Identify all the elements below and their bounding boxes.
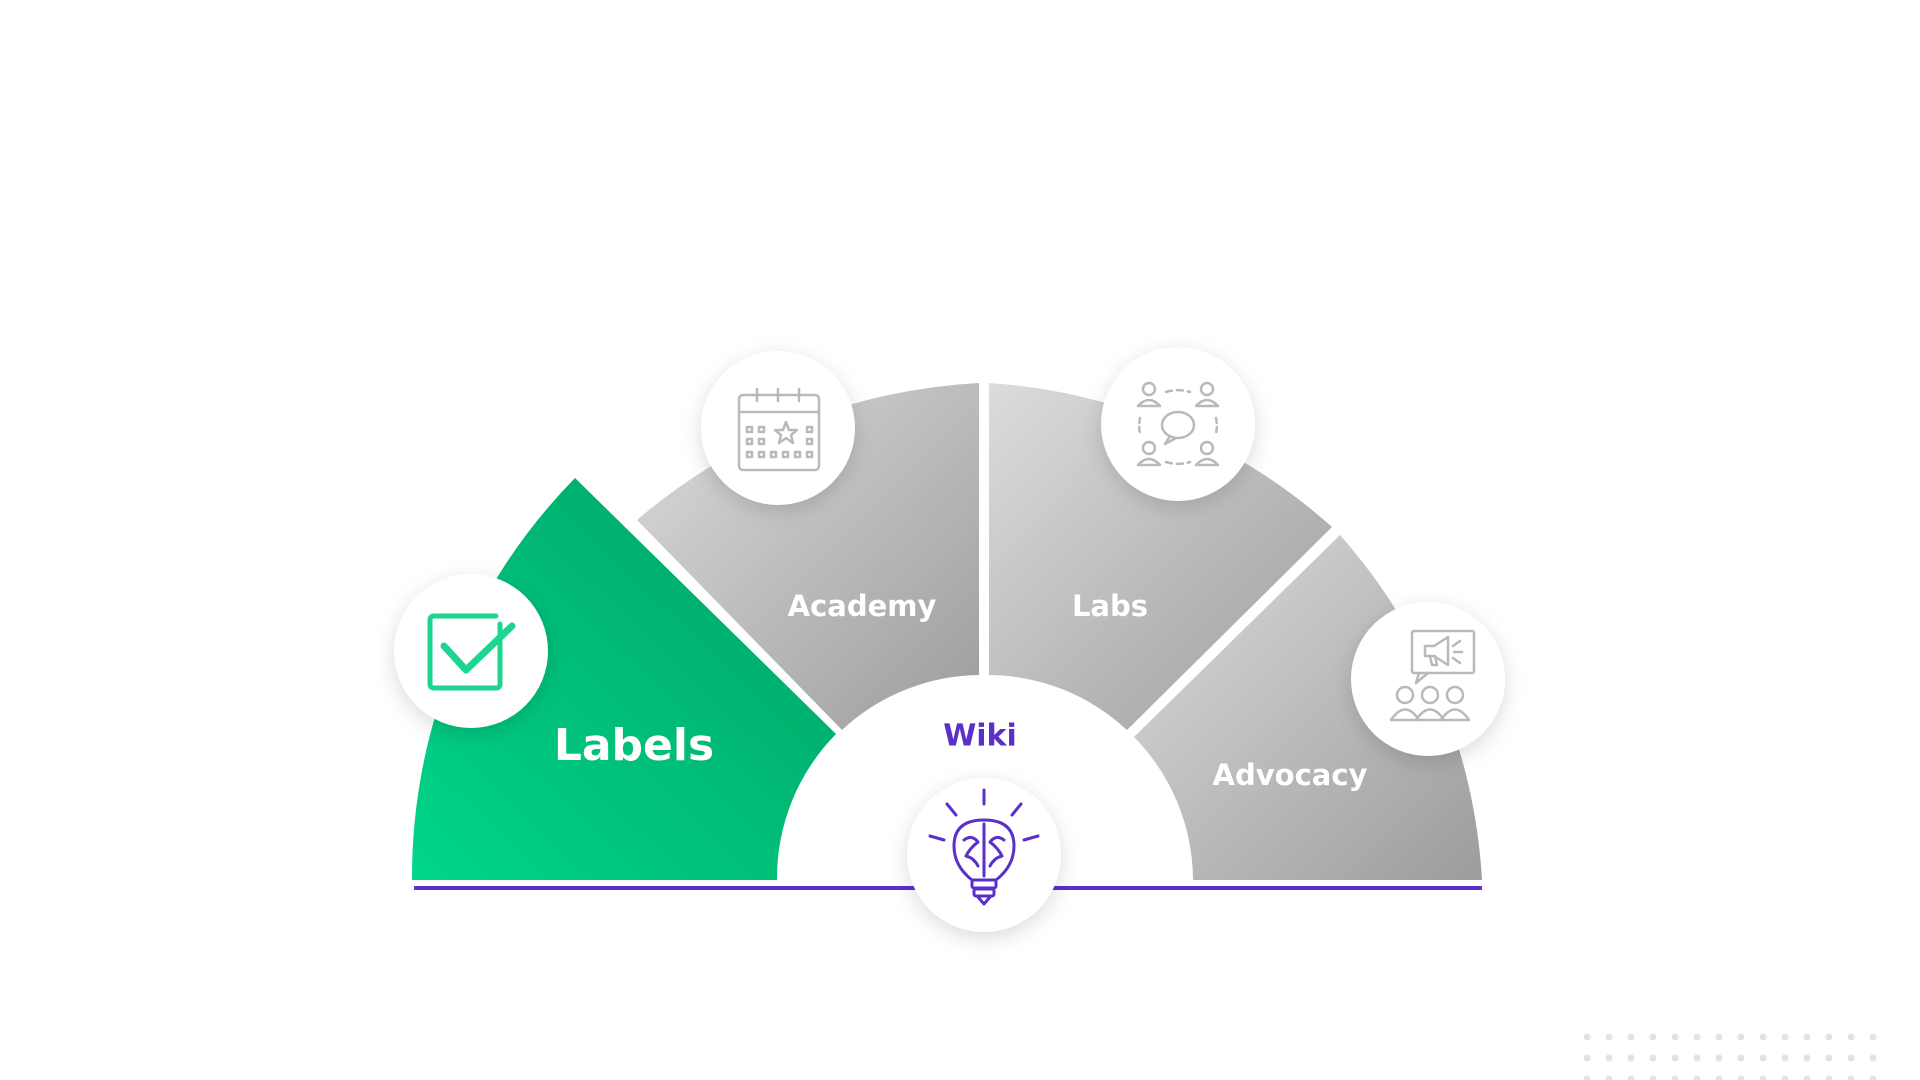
decorative-dot — [1715, 1075, 1723, 1080]
segment-label-labels: Labels — [554, 720, 714, 771]
decorative-dot — [1737, 1033, 1745, 1041]
decorative-dot — [1847, 1075, 1855, 1080]
decorative-dot — [1605, 1033, 1613, 1041]
segment-label-advocacy: Advocacy — [1213, 758, 1368, 792]
decorative-dot — [1869, 1075, 1877, 1080]
decorative-dot — [1715, 1054, 1723, 1062]
decorative-dot — [1715, 1033, 1723, 1041]
megaphone-audience-icon — [1389, 629, 1476, 722]
decorative-dot — [1605, 1054, 1613, 1062]
decorative-dot — [1869, 1033, 1877, 1041]
decorative-dot — [1825, 1075, 1833, 1080]
decorative-dot — [1825, 1033, 1833, 1041]
decorative-dot — [1781, 1033, 1789, 1041]
decorative-dot — [1649, 1054, 1657, 1062]
decorative-dot — [1583, 1054, 1591, 1062]
decorative-dot — [1627, 1075, 1635, 1080]
decorative-dot — [1583, 1033, 1591, 1041]
checkbox-check-icon — [427, 613, 516, 691]
decorative-dot — [1583, 1075, 1591, 1080]
icon-badge-labs[interactable] — [1101, 347, 1255, 501]
decorative-dot — [1605, 1075, 1613, 1080]
decorative-dot — [1671, 1054, 1679, 1062]
decorative-dot — [1737, 1075, 1745, 1080]
icon-badge-advocacy[interactable] — [1351, 602, 1505, 756]
decorative-dot — [1781, 1054, 1789, 1062]
decorative-dot — [1671, 1033, 1679, 1041]
decorative-dot — [1693, 1054, 1701, 1062]
decorative-dot — [1825, 1054, 1833, 1062]
decorative-dot — [1803, 1033, 1811, 1041]
decorative-dot — [1693, 1075, 1701, 1080]
decorative-dot — [1803, 1054, 1811, 1062]
decorative-dot — [1803, 1075, 1811, 1080]
decorative-dot — [1627, 1054, 1635, 1062]
segment-label-labs: Labs — [1072, 589, 1148, 623]
lightbulb-brain-icon — [928, 788, 1040, 906]
decorative-dot — [1649, 1033, 1657, 1041]
icon-badge-labels[interactable] — [394, 574, 548, 728]
segment-labels[interactable] — [411, 478, 836, 880]
center-label: Wiki — [943, 719, 1017, 754]
decorative-dot — [1649, 1075, 1657, 1080]
decorative-dot — [1759, 1033, 1767, 1041]
decorative-dot-grid — [1583, 1033, 1877, 1080]
decorative-dot — [1693, 1033, 1701, 1041]
calendar-star-icon — [737, 387, 821, 472]
decorative-dot — [1847, 1033, 1855, 1041]
decorative-dot — [1737, 1054, 1745, 1062]
icon-badge-academy[interactable] — [701, 351, 855, 505]
community-chat-icon — [1136, 381, 1220, 467]
decorative-dot — [1759, 1054, 1767, 1062]
decorative-dot — [1869, 1054, 1877, 1062]
decorative-dot — [1627, 1033, 1635, 1041]
segment-label-academy: Academy — [788, 589, 937, 623]
icon-badge-wiki[interactable] — [907, 778, 1061, 932]
decorative-dot — [1671, 1075, 1679, 1080]
decorative-dot — [1759, 1075, 1767, 1080]
segment-labs[interactable] — [989, 383, 1332, 730]
decorative-dot — [1781, 1075, 1789, 1080]
decorative-dot — [1847, 1054, 1855, 1062]
